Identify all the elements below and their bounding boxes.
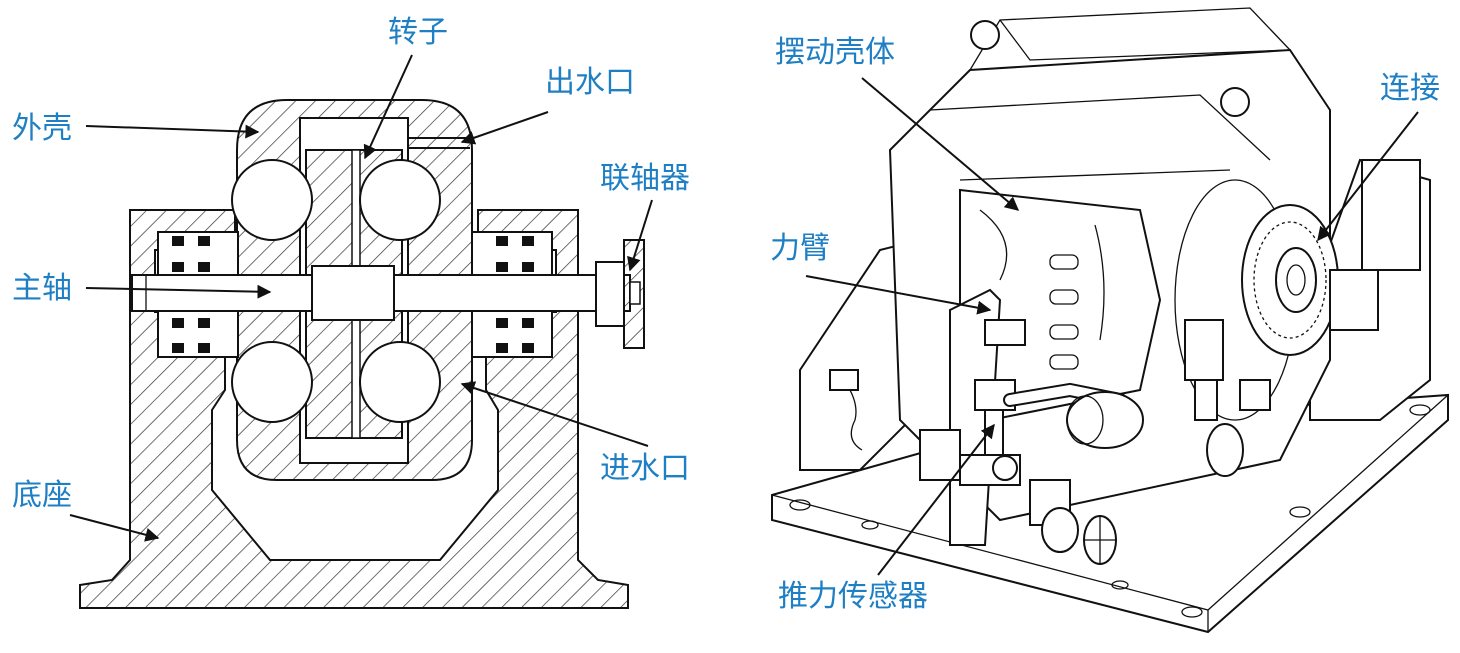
swing-housing-label: 摆动壳体 xyxy=(775,35,895,70)
rotor-leader xyxy=(363,54,413,160)
blade-cavity xyxy=(231,341,313,423)
coupling-body xyxy=(595,261,625,327)
arm-label: 力臂 xyxy=(770,231,830,266)
outlet-label: 出水口 xyxy=(545,65,635,100)
right-machine-drawing xyxy=(771,7,1449,634)
arm-clamp xyxy=(984,319,1026,346)
housing-label: 外壳 xyxy=(12,111,72,146)
base-bolt-holes xyxy=(789,404,1431,618)
connection-leader xyxy=(1317,111,1419,242)
lifting-eye xyxy=(1220,87,1250,117)
valve-group xyxy=(919,429,1117,565)
connection-disk xyxy=(1241,204,1339,356)
coupling-leader xyxy=(627,199,653,272)
lifting-eye xyxy=(970,20,1000,50)
cylinder xyxy=(1066,391,1144,449)
left-section-diagram xyxy=(79,99,645,609)
blade-cavity xyxy=(231,159,313,241)
spindle-leader xyxy=(85,284,272,299)
rotor-label: 转子 xyxy=(388,15,448,50)
blade-cavity xyxy=(359,159,441,241)
arm-leader xyxy=(805,275,992,315)
thrust-sensor-leader xyxy=(877,423,995,576)
outlet-leader xyxy=(460,111,549,145)
base-label: 底座 xyxy=(12,478,72,513)
swing-housing-leader xyxy=(861,77,1020,211)
base-leader xyxy=(69,514,160,542)
thrust-sensor-label: 推力传感器 xyxy=(778,579,928,614)
right-accessories xyxy=(1184,319,1271,477)
inlet-leader xyxy=(460,381,649,447)
spindle-label: 主轴 xyxy=(12,271,72,306)
inlet-label: 进水口 xyxy=(600,451,690,486)
connector xyxy=(829,369,859,391)
blade-cavity xyxy=(359,341,441,423)
side-panel xyxy=(1361,159,1421,271)
shaft-hub xyxy=(311,265,395,321)
rotor-blades xyxy=(979,209,1105,370)
housing-leader xyxy=(85,124,260,139)
connection-label: 连接 xyxy=(1380,71,1440,106)
motor-box xyxy=(1329,269,1379,331)
seal-rings xyxy=(172,236,534,353)
coupling-label: 联轴器 xyxy=(600,161,690,196)
